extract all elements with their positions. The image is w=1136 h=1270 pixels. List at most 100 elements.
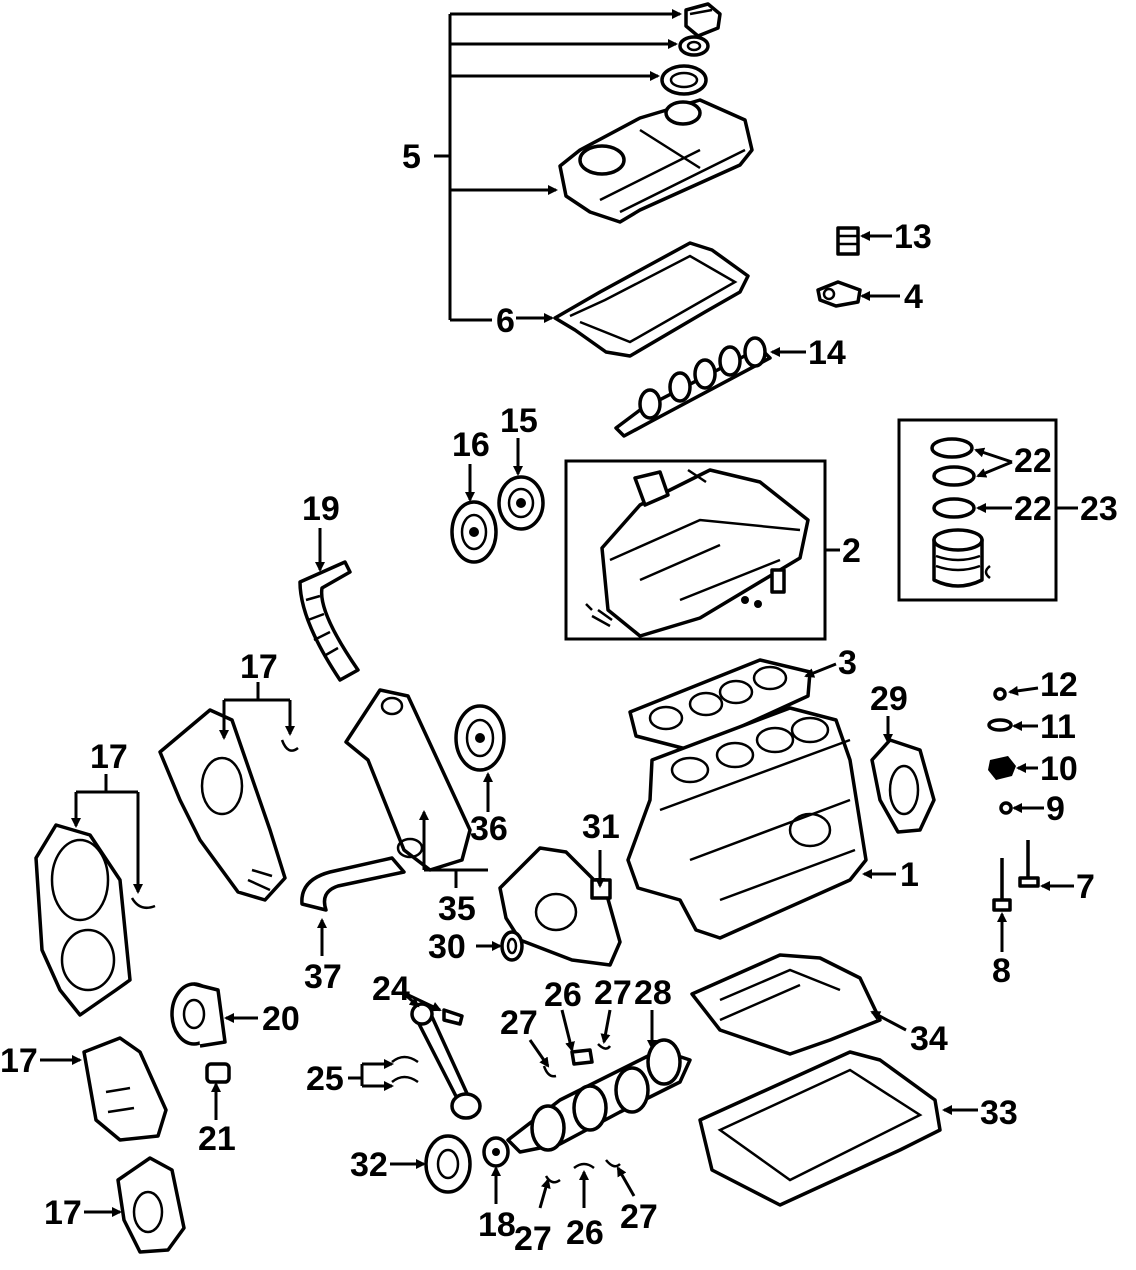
cover-clip-upper bbox=[280, 739, 299, 752]
front-crank-seal bbox=[500, 930, 524, 962]
connecting-rod bbox=[410, 1002, 482, 1120]
callout-1: 1 bbox=[900, 856, 919, 894]
callout-9: 9 bbox=[1046, 790, 1065, 828]
engine-mount-bracket bbox=[344, 688, 472, 872]
callout-2: 2 bbox=[842, 532, 861, 570]
callout-3: 3 bbox=[838, 644, 857, 682]
crankshaft-sprocket bbox=[482, 1136, 510, 1168]
callout-20: 20 bbox=[262, 1000, 300, 1038]
callout-13: 13 bbox=[894, 218, 932, 256]
thrust-washer-d bbox=[605, 1159, 621, 1168]
oil-pump-housing bbox=[498, 846, 622, 967]
main-bearing-upper bbox=[570, 1048, 594, 1066]
piston-box bbox=[897, 418, 1058, 602]
main-bearing-lower bbox=[573, 1162, 595, 1170]
piston-ring-lower bbox=[932, 497, 976, 519]
callout-5: 5 bbox=[402, 138, 421, 176]
callout-27-c: 27 bbox=[514, 1220, 552, 1258]
callout-17-lower: 17 bbox=[0, 1042, 38, 1080]
callout-21: 21 bbox=[198, 1120, 236, 1158]
callout-14: 14 bbox=[808, 334, 846, 372]
piston-ring-upper bbox=[930, 437, 974, 459]
callout-34: 34 bbox=[910, 1020, 948, 1058]
callout-26-lower: 26 bbox=[566, 1214, 604, 1252]
callout-25: 25 bbox=[306, 1060, 344, 1098]
rocker-arm bbox=[816, 280, 862, 308]
water-pump bbox=[170, 982, 227, 1048]
callout-26-upper: 26 bbox=[544, 976, 582, 1014]
valve-cover bbox=[558, 98, 754, 224]
crankshaft-pulley bbox=[424, 1134, 472, 1194]
head-bolt-8 bbox=[992, 858, 1012, 912]
callout-16: 16 bbox=[452, 426, 490, 464]
sensor-21 bbox=[205, 1062, 231, 1084]
callout-32: 32 bbox=[350, 1146, 388, 1184]
callout-31: 31 bbox=[582, 808, 620, 846]
leader-lines bbox=[40, 9, 1078, 1217]
plug-9 bbox=[999, 801, 1013, 815]
oil-filler-cap bbox=[684, 2, 722, 38]
callout-18: 18 bbox=[478, 1206, 516, 1244]
callout-27-a: 27 bbox=[500, 1004, 538, 1042]
water-pipe bbox=[300, 856, 406, 912]
callout-12: 12 bbox=[1040, 666, 1078, 704]
valve-spring bbox=[836, 226, 860, 256]
oil-pan bbox=[698, 1050, 942, 1207]
callout-17-left: 17 bbox=[90, 738, 128, 776]
cover-clip bbox=[130, 897, 156, 909]
callout-28: 28 bbox=[634, 974, 672, 1012]
piston bbox=[932, 528, 991, 588]
sensor-10 bbox=[988, 756, 1016, 780]
rod-bolt bbox=[442, 1008, 464, 1026]
timing-cover-backplate bbox=[116, 1156, 186, 1254]
rod-bearing-upper bbox=[391, 1055, 419, 1064]
timing-belt bbox=[298, 560, 360, 682]
callout-30: 30 bbox=[428, 928, 466, 966]
damper-pulley bbox=[454, 704, 506, 772]
callout-22-upper: 22 bbox=[1014, 442, 1052, 480]
camshaft bbox=[614, 336, 772, 438]
camshaft-sprocket bbox=[450, 500, 498, 564]
cap-seal-large bbox=[660, 64, 708, 96]
callout-27-b: 27 bbox=[594, 974, 632, 1012]
callout-35: 35 bbox=[438, 890, 476, 928]
callout-11: 11 bbox=[1040, 708, 1076, 746]
callout-29: 29 bbox=[870, 680, 908, 718]
valve-cover-gasket bbox=[553, 241, 750, 358]
thrust-washer-a bbox=[542, 1065, 557, 1078]
callout-27-d: 27 bbox=[620, 1198, 658, 1236]
thrust-washer-b bbox=[597, 1043, 612, 1050]
callout-7: 7 bbox=[1076, 868, 1095, 906]
callout-15: 15 bbox=[500, 402, 538, 440]
head-bolt-7 bbox=[1018, 840, 1040, 888]
oil-pan-baffle bbox=[690, 953, 882, 1056]
callout-33: 33 bbox=[980, 1094, 1018, 1132]
callout-22-lower: 22 bbox=[1014, 490, 1052, 528]
callout-17-bottom: 17 bbox=[44, 1194, 82, 1232]
callout-6: 6 bbox=[496, 302, 515, 340]
callout-37: 37 bbox=[304, 958, 342, 996]
plug-12 bbox=[993, 687, 1007, 701]
timing-cover-front bbox=[34, 823, 132, 1017]
rod-bearing-lower bbox=[391, 1075, 419, 1084]
timing-cover-rear bbox=[158, 708, 287, 902]
callout-10: 10 bbox=[1040, 750, 1078, 788]
callout-36: 36 bbox=[470, 810, 508, 848]
crankshaft bbox=[506, 1038, 692, 1154]
timing-cover-lower bbox=[82, 1036, 168, 1142]
callout-23: 23 bbox=[1080, 490, 1118, 528]
tensioner-pulley bbox=[497, 475, 545, 531]
engine-block bbox=[626, 706, 868, 940]
callout-8: 8 bbox=[992, 952, 1011, 990]
callout-labels: 5 6 13 4 14 16 15 22 22 23 2 19 3 29 12 … bbox=[0, 138, 1118, 1258]
callout-4: 4 bbox=[904, 278, 923, 316]
thrust-washer-c bbox=[544, 1175, 561, 1184]
head-gasket bbox=[628, 658, 812, 752]
callout-24: 24 bbox=[372, 970, 410, 1008]
cylinder-head bbox=[585, 468, 810, 638]
callout-17-mid: 17 bbox=[240, 648, 278, 686]
cap-seal-small bbox=[678, 35, 710, 57]
rear-main-seal-housing bbox=[870, 738, 936, 834]
callout-19: 19 bbox=[302, 490, 340, 528]
